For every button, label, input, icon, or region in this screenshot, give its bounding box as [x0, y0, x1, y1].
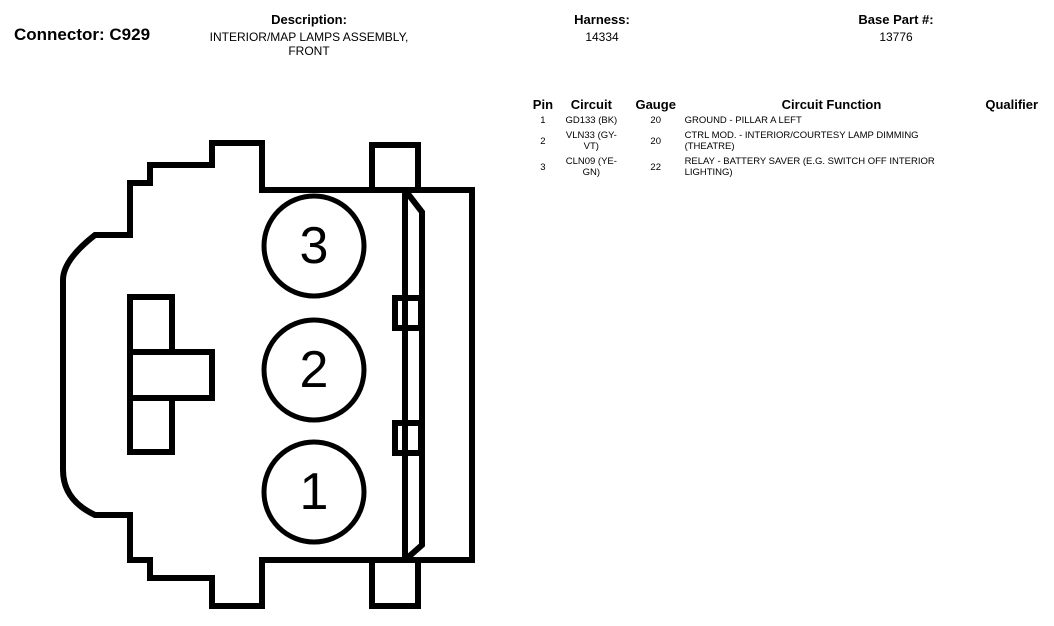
base-part-value: 13776 — [879, 30, 913, 44]
row-function: RELAY - BATTERY SAVER (E.G. SWITCH OFF I… — [681, 155, 979, 181]
pin-3-label: 3 — [300, 217, 329, 275]
row-qualifier — [978, 114, 1045, 129]
row-circuit-line: VT) — [583, 141, 599, 152]
row-function: CTRL MOD. - INTERIOR/COURTESY LAMP DIMMI… — [681, 129, 979, 155]
connector-latch-upper — [392, 295, 424, 331]
row-function-line: RELAY - BATTERY SAVER (E.G. SWITCH OFF I… — [684, 156, 935, 167]
pin-table: Pin Circuit Gauge Circuit Function Quali… — [530, 97, 1045, 181]
pin-1-circle — [261, 439, 367, 545]
pin-cavity-2: 2 — [261, 317, 367, 423]
harness-label: Harness: — [574, 12, 630, 27]
row-circuit-line: CLN09 (YE- — [565, 156, 617, 167]
table-row: 3 CLN09 (YE- GN) 22 RELAY - BATTERY SAVE… — [530, 155, 1045, 181]
connector-title: Connector: C929 — [14, 25, 151, 44]
row-gauge: 20 — [650, 136, 661, 147]
row-circuit: GD133 (BK) — [556, 114, 631, 129]
table-row: 1 GD133 (BK) 20 GROUND - PILLAR A LEFT — [530, 114, 1045, 129]
header-qualifier: Qualifier — [985, 97, 1039, 112]
row-function-line: (THEATRE) — [684, 141, 735, 152]
pin-3-circle — [261, 193, 367, 299]
pin-1-label: 1 — [300, 463, 329, 521]
row-qualifier — [978, 129, 1045, 155]
row-function: GROUND - PILLAR A LEFT — [681, 114, 979, 129]
description-line-1: INTERIOR/MAP LAMPS ASSEMBLY, — [209, 30, 409, 44]
description-block: Description: INTERIOR/MAP LAMPS ASSEMBLY… — [188, 12, 430, 58]
row-circuit-line: GN) — [582, 167, 601, 178]
row-circuit: CLN09 (YE- GN) — [556, 155, 631, 181]
connector-lock-rail — [369, 142, 475, 609]
connector-key-tab — [127, 294, 215, 455]
pin-2-circle — [261, 317, 367, 423]
connector-latch-lower — [392, 420, 424, 456]
pin-2-label: 2 — [300, 341, 329, 399]
row-circuit-line: VLN33 (GY- — [565, 130, 617, 141]
row-circuit-line: GD133 (BK) — [565, 115, 618, 126]
row-pin: 1 — [540, 115, 546, 126]
harness-value: 14334 — [585, 30, 619, 44]
row-gauge: 20 — [650, 115, 661, 126]
harness-block: Harness: 14334 — [542, 12, 662, 44]
row-function-line: GROUND - PILLAR A LEFT — [684, 115, 802, 126]
row-qualifier — [978, 155, 1045, 181]
row-circuit: VLN33 (GY- VT) — [556, 129, 631, 155]
table-row: 2 VLN33 (GY- VT) 20 CTRL MOD. - INTERIOR… — [530, 129, 1045, 155]
header-pin: Pin — [532, 97, 554, 112]
row-pin: 2 — [540, 136, 546, 147]
description-line-2: FRONT — [288, 44, 330, 58]
connector-housing-outline — [60, 140, 408, 609]
base-part-label: Base Part #: — [858, 12, 934, 27]
pin-cavity-3: 3 — [261, 193, 367, 299]
connector-diagram: 3 2 1 — [60, 140, 475, 609]
pin-cavity-1: 1 — [261, 439, 367, 545]
header-circuit: Circuit — [570, 97, 612, 112]
row-function-line: LIGHTING) — [684, 167, 733, 178]
header-gauge: Gauge — [635, 97, 676, 112]
row-pin: 3 — [540, 162, 546, 173]
pin-table-header-row: Pin Circuit Gauge Circuit Function Quali… — [530, 97, 1045, 114]
row-gauge: 22 — [650, 162, 661, 173]
row-function-line: CTRL MOD. - INTERIOR/COURTESY LAMP DIMMI… — [684, 130, 919, 141]
header-circuit-function: Circuit Function — [781, 97, 882, 112]
base-part-block: Base Part #: 13776 — [816, 12, 976, 44]
description-label: Description: — [271, 12, 347, 27]
